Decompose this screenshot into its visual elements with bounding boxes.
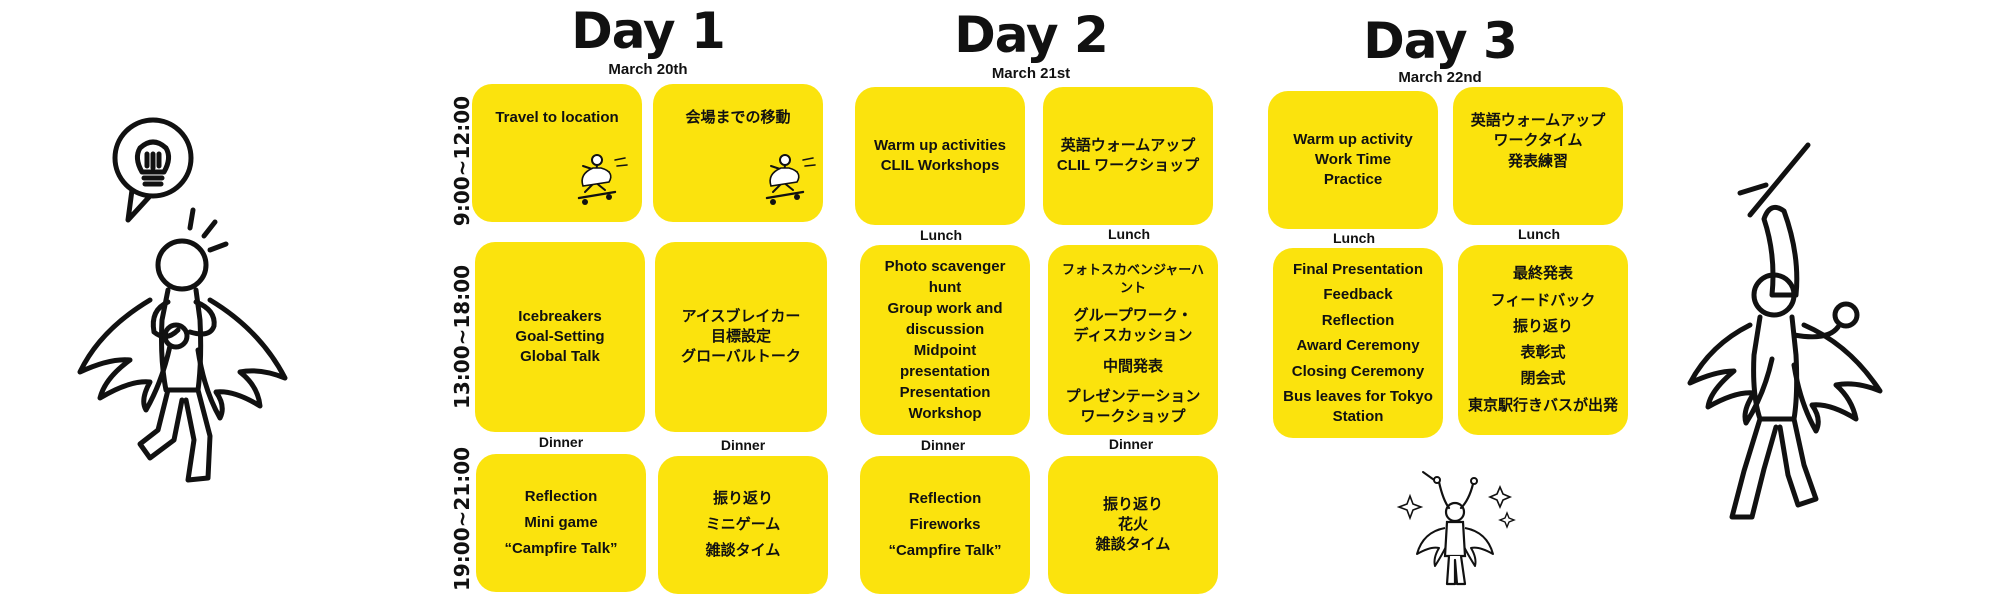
card-line: 花火 [1117, 515, 1148, 533]
card-line: 振り返り [1102, 495, 1163, 513]
d2-afternoon-en-card: Photo scavenger hunt Group work and disc… [860, 245, 1030, 435]
card-line: 表彰式 [1520, 344, 1566, 361]
day-2-title: Day 2 [954, 6, 1109, 64]
d3-afternoon-ja-card: 最終発表 フィードバック 振り返り 表彰式 閉会式 東京駅行きバスが出発 [1458, 245, 1628, 435]
d1-afternoon-ja-card: アイスブレイカー 目標設定 グローバルトーク [655, 242, 827, 432]
card-line: ディスカッション [1073, 327, 1193, 345]
d2-dinner-en-label: Dinner [920, 437, 966, 453]
card-line: Photo scavenger [884, 258, 1006, 275]
celebrating-figure-icon [1396, 471, 1516, 586]
card-line: プレゼンテーション [1065, 387, 1201, 405]
day-3-date: March 22nd [1398, 69, 1482, 86]
card-line: CLIL ワークショップ [1056, 157, 1200, 174]
card-line: Final Presentation [1292, 260, 1424, 278]
card-line: 雑談タイム [705, 542, 781, 560]
card-line: 閉会式 [1520, 370, 1566, 388]
card-line: アイスブレイカー [681, 307, 801, 325]
day-3-title: Day 3 [1363, 12, 1518, 70]
skateboarder-icon [765, 154, 816, 205]
card-line: ワークタイム [1493, 132, 1583, 150]
card-line: 中間発表 [1102, 357, 1163, 375]
d2-morning-en-card: Warm up activities CLIL Workshops [855, 87, 1025, 225]
card-line: Reflection [1321, 311, 1395, 329]
d3-lunch-ja-label: Lunch [1518, 226, 1560, 242]
card-line: Mini game [524, 513, 598, 531]
day-1-title: Day 1 [571, 2, 726, 60]
card-line: Award Ceremony [1296, 337, 1420, 355]
card-line: 目標設定 [710, 327, 771, 345]
card-line: Global Talk [520, 348, 600, 366]
d2-evening-en-card: Reflection Fireworks “Campfire Talk” [860, 456, 1030, 594]
card-line: Midpoint [913, 342, 977, 359]
card-line: フォトスカベンジャーハント [1061, 262, 1205, 295]
d3-afternoon-en-card: Final Presentation Feedback Reflection A… [1273, 248, 1443, 438]
day-1-date: March 20th [608, 61, 688, 78]
card-line: Reflection [908, 489, 982, 507]
card-line: 英語ウォームアップ [1060, 136, 1196, 154]
d3-morning-en-card: Warm up activity Work Time Practice [1268, 91, 1438, 229]
card-line: 会場までの移動 [685, 109, 791, 126]
d1-afternoon-en-card: Icebreakers Goal-Setting Global Talk [475, 242, 645, 432]
card-line: Workshop [908, 405, 982, 422]
d3-morning-ja-card: 英語ウォームアップ ワークタイム 発表練習 [1453, 87, 1623, 225]
d1-dinner-en-label: Dinner [538, 434, 584, 450]
card-line: 発表練習 [1507, 152, 1568, 170]
card-line: 振り返り [712, 489, 773, 507]
card-line: Icebreakers [518, 307, 602, 325]
card-line: Bus leaves for Tokyo [1283, 388, 1433, 406]
card-line: 振り返り [1512, 317, 1573, 335]
d1-dinner-ja-label: Dinner [720, 437, 766, 453]
time-slot-evening: 19:00~21:00 [450, 446, 474, 592]
day-2-date: March 21st [991, 65, 1071, 82]
card-line: “Campfire Talk” [888, 542, 1002, 560]
d2-evening-ja-card: 振り返り 花火 雑談タイム [1048, 456, 1218, 594]
d2-morning-ja-card: 英語ウォームアップ CLIL ワークショップ [1043, 87, 1213, 225]
card-line: Station [1332, 407, 1384, 425]
card-line: Reflection [524, 487, 598, 505]
d1-morning-ja-card: 会場までの移動 [653, 84, 823, 222]
d1-evening-en-card: Reflection Mini game “Campfire Talk” [476, 454, 646, 592]
d2-lunch-ja-label: Lunch [1108, 226, 1150, 242]
card-line: Fireworks [909, 515, 981, 533]
card-line: presentation [899, 363, 990, 380]
card-line: hunt [928, 279, 962, 296]
card-line: フィードバック [1490, 291, 1596, 309]
card-line: Practice [1323, 171, 1383, 189]
d1-evening-ja-card: 振り返り ミニゲーム 雑談タイム [658, 456, 828, 594]
time-slot-afternoon: 13:00~18:00 [450, 264, 474, 410]
skateboarder-icon [577, 154, 628, 205]
card-line: Warm up activity [1293, 130, 1413, 148]
d2-lunch-en-label: Lunch [920, 227, 962, 243]
card-line: Travel to location [495, 109, 619, 126]
card-line: Work Time [1314, 150, 1392, 168]
card-line: discussion [905, 321, 985, 338]
card-line: 英語ウォームアップ [1470, 112, 1606, 129]
card-line: Warm up activities [874, 136, 1006, 154]
card-line: Feedback [1323, 286, 1393, 304]
d1-morning-en-card: Travel to location [472, 84, 642, 222]
d2-afternoon-ja-card: フォトスカベンジャーハント グループワーク・ ディスカッション 中間発表 プレゼ… [1048, 245, 1218, 435]
winged-figure-lightbulb-icon [77, 117, 288, 483]
card-line: Goal-Setting [515, 327, 605, 345]
card-line: Presentation [899, 384, 991, 401]
card-line: “Campfire Talk” [504, 540, 618, 558]
card-line: CLIL Workshops [880, 157, 1000, 174]
card-line: 東京駅行きバスが出発 [1467, 396, 1618, 414]
d2-dinner-ja-label: Dinner [1108, 436, 1154, 452]
winged-figure-baton-icon [1687, 142, 1883, 520]
card-line: Closing Ceremony [1291, 362, 1425, 380]
card-line: ミニゲーム [705, 515, 781, 533]
card-line: 雑談タイム [1095, 536, 1171, 554]
card-line: Group work and [887, 300, 1003, 317]
card-line: グループワーク・ [1073, 307, 1193, 325]
card-line: グローバルトーク [681, 348, 801, 366]
d3-lunch-en-label: Lunch [1333, 230, 1375, 246]
card-line: ワークショップ [1080, 408, 1186, 426]
card-line: 最終発表 [1512, 265, 1573, 283]
